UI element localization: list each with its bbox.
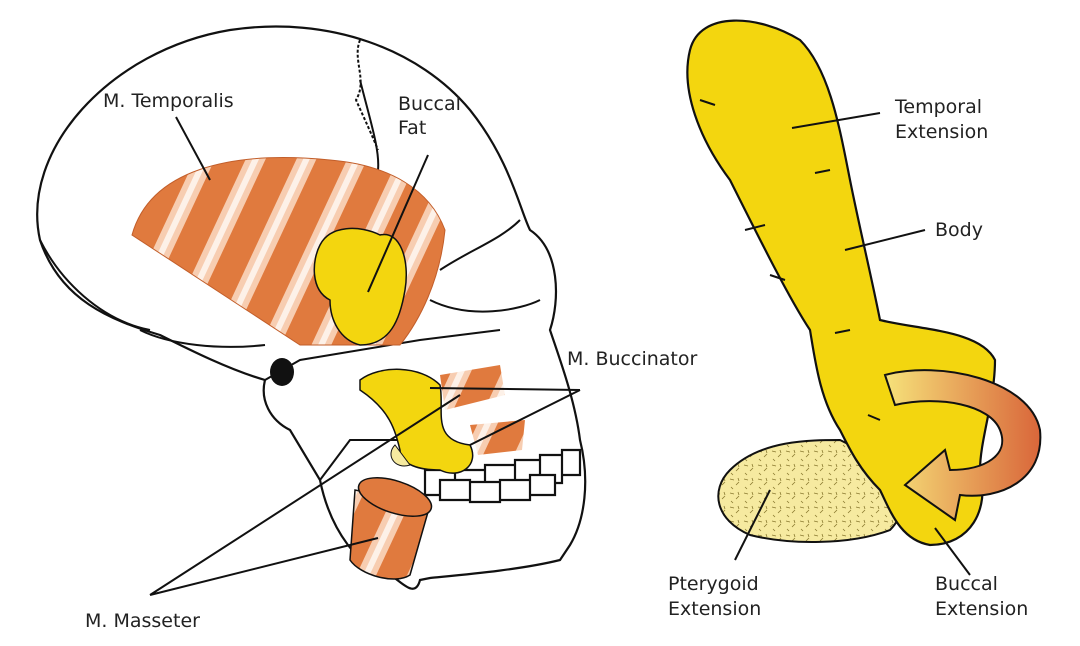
label-masseter: M. Masseter: [85, 610, 200, 632]
masseter-muscle: [349, 477, 433, 580]
body-leader: [844, 229, 926, 251]
skull-illustration: [36, 25, 587, 590]
rotation-arrow: [883, 369, 1042, 522]
ear-canal: [270, 358, 294, 386]
buccal-fat-pad-lower: [359, 368, 474, 474]
buccinator-muscle-lower: [470, 420, 525, 455]
buccal-fat-leader: [367, 154, 429, 293]
buccal-extension-leader: [934, 527, 971, 576]
teeth: [423, 448, 582, 504]
buccinator-leader: [429, 387, 581, 446]
fat-pad-body-shape: [686, 19, 997, 547]
label-body: Body: [935, 219, 983, 241]
label-buccinator: M. Buccinator: [567, 348, 697, 370]
masseter-leader: [149, 394, 461, 596]
pterygoid-extension-shape: [717, 438, 902, 543]
pterygoid-fat-small: [390, 444, 411, 467]
temporal-extension-leader: [791, 112, 881, 129]
buccinator-muscle-upper: [440, 365, 505, 410]
pterygoid-extension-leader: [734, 489, 771, 561]
buccal-fat-pad-illustration: [686, 19, 1042, 547]
temporalis-leader: [175, 116, 211, 181]
label-temporalis: M. Temporalis: [103, 90, 234, 112]
